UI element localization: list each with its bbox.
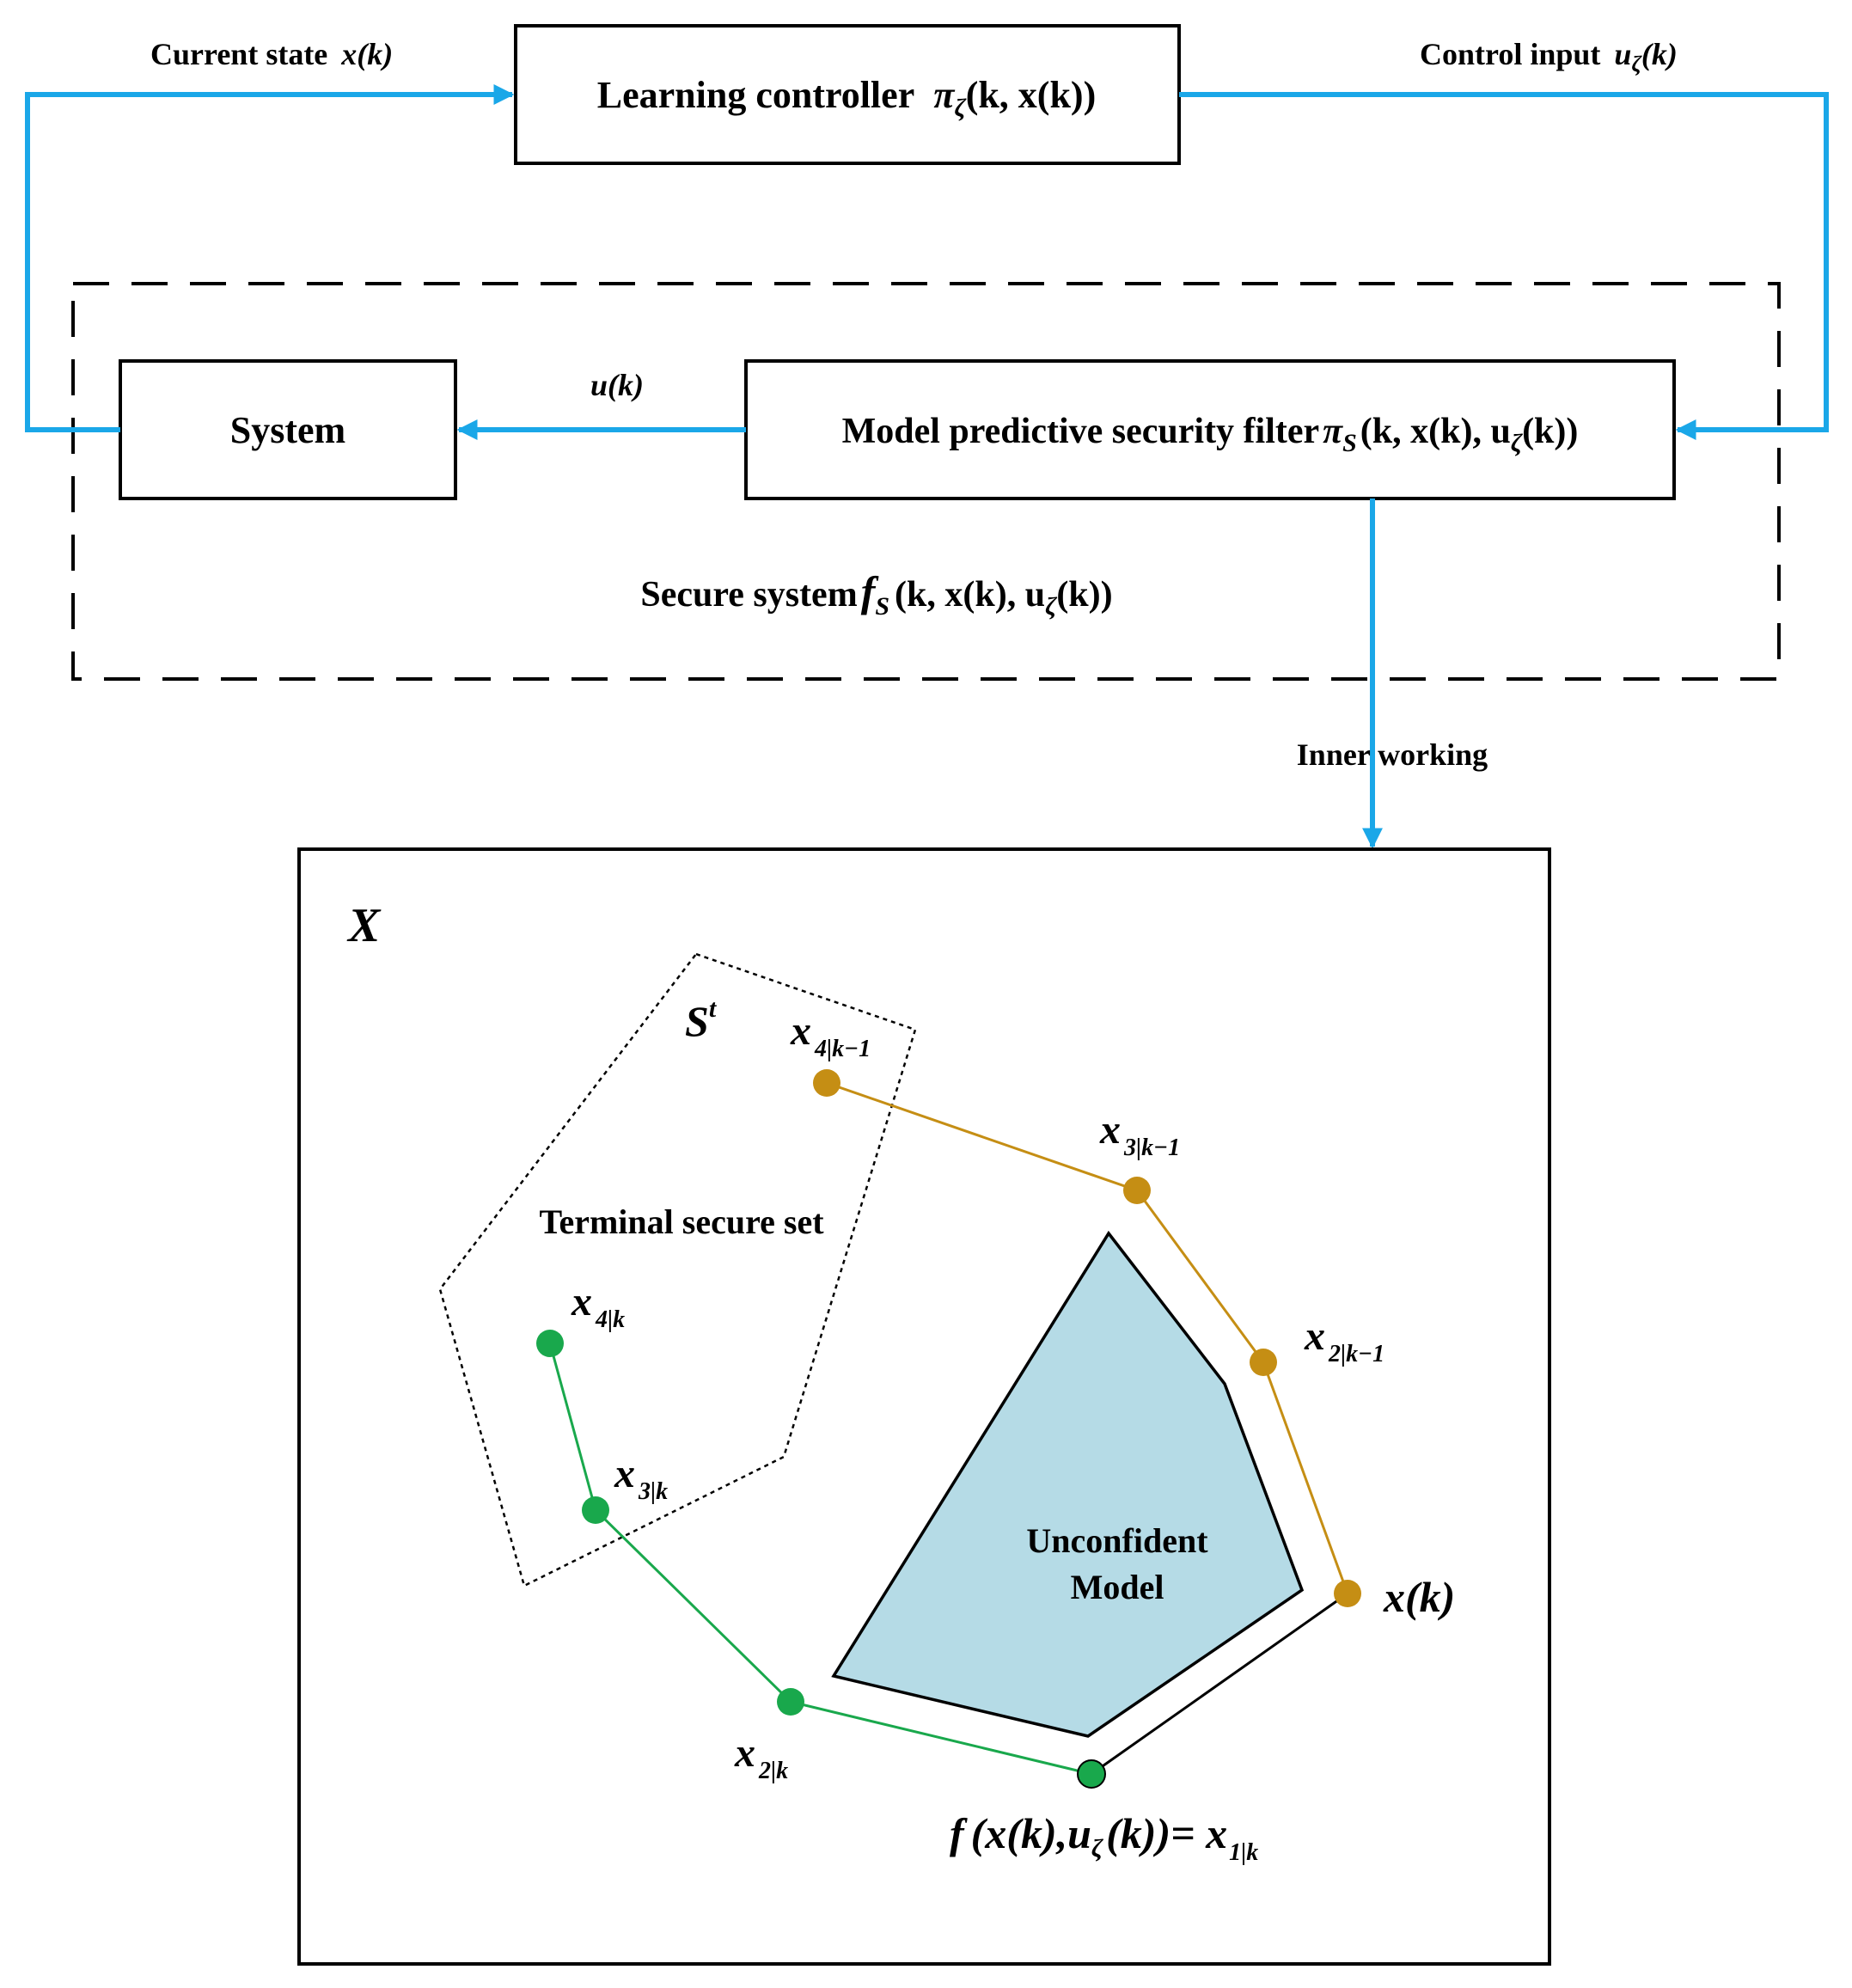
state-space-set-label: X <box>346 899 382 952</box>
trajectory-point-x3-km1 <box>1123 1177 1151 1204</box>
unconfident-model-region <box>831 1230 1305 1738</box>
trajectory-point-x2-k <box>777 1688 804 1716</box>
unconfident-model-label-line2: Model <box>1071 1568 1164 1606</box>
security-filter-box <box>744 359 1676 500</box>
secure-system-region <box>71 282 1781 681</box>
trajectory-point-x2-km1 <box>1250 1349 1277 1376</box>
u-k-label: u(k) <box>590 368 644 402</box>
trajectory-point-x4-k <box>536 1330 564 1357</box>
secure-system-label: Secure systemfS(k, x(k), uζ(k)) <box>640 567 1112 621</box>
label-xk: x(k) <box>1383 1573 1455 1621</box>
inner-working-label: Inner working <box>1297 737 1488 772</box>
current-state-arrow <box>25 84 515 432</box>
terminal-set-symbol: St <box>685 994 718 1045</box>
system-box <box>119 359 457 500</box>
current-transition-line <box>1091 1592 1348 1776</box>
trajectory-point-xk <box>1334 1580 1361 1607</box>
terminal-secure-set <box>438 952 917 1587</box>
previous-trajectory-line <box>826 1081 1349 1594</box>
trajectory-point-x1-k <box>1077 1759 1106 1789</box>
trajectory-point-x4-km1 <box>813 1069 840 1097</box>
terminal-set-label: Terminal secure set <box>539 1202 824 1241</box>
security-filter-label: Model predictive security filterπS(k, x(… <box>842 412 1579 457</box>
system-label: System <box>230 409 345 451</box>
prediction-formula: f(x(k),uζ(k))= x1|k <box>950 1809 1258 1866</box>
learning-controller-box <box>514 24 1181 165</box>
current-trajectory-line <box>548 1343 1092 1776</box>
state-space-box <box>297 847 1551 1966</box>
learning-controller-label: Learning controller πζ(k, x(k)) <box>597 74 1097 122</box>
unconfident-model-label-line1: Unconfident <box>1026 1521 1208 1560</box>
trajectory-point-x3-k <box>582 1496 609 1524</box>
control-input-arrow <box>1179 92 1829 440</box>
